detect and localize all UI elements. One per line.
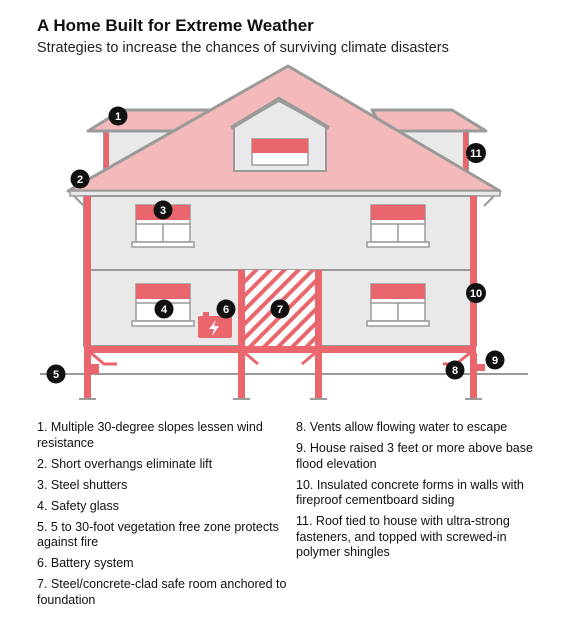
stilts	[84, 353, 477, 399]
badge-1: 1	[108, 106, 128, 126]
legend-item-7: 7. Steel/concrete-clad safe room anchore…	[37, 577, 287, 607]
svg-text:8: 8	[452, 365, 458, 377]
legend-item-9: 9. House raised 3 feet or more above bas…	[296, 441, 533, 471]
badge-3: 3	[153, 200, 173, 220]
window-lower-right	[366, 283, 430, 327]
legend-item-10: 10. Insulated concrete forms in walls wi…	[296, 477, 524, 508]
floor-beam	[84, 346, 476, 353]
badge-5: 5	[46, 364, 66, 384]
svg-text:11: 11	[470, 148, 482, 160]
legend-right: 8. Vents allow flowing water to escape 9…	[296, 420, 546, 566]
badge-6: 6	[216, 299, 236, 319]
badge-10: 10	[466, 283, 486, 303]
svg-text:7: 7	[277, 304, 283, 316]
legend-item-6: 6. Battery system	[37, 556, 134, 570]
svg-text:3: 3	[160, 205, 166, 217]
svg-text:5: 5	[53, 369, 59, 381]
legend-left: 1. Multiple 30-degree slopes lessen wind…	[37, 420, 287, 614]
badge-11: 11	[466, 143, 486, 163]
badge-8: 8	[445, 360, 465, 380]
svg-text:2: 2	[77, 174, 83, 186]
legend-item-2: 2. Short overhangs eliminate lift	[37, 456, 213, 471]
legend-item-11: 11. Roof tied to house with ultra-strong…	[296, 514, 510, 559]
svg-text:6: 6	[223, 304, 229, 316]
badge-9: 9	[485, 350, 505, 370]
vent-right	[470, 364, 485, 371]
page-subtitle: Strategies to increase the chances of su…	[37, 40, 449, 56]
badge-2: 2	[70, 169, 90, 189]
legend-item-5: 5. 5 to 30-foot vegetation free zone pro…	[37, 519, 279, 550]
page-title: A Home Built for Extreme Weather	[37, 16, 314, 35]
badge-7: 7	[270, 299, 290, 319]
house-illustration: 1 2 3 4 5 6 7 8 9 10 11	[40, 64, 528, 400]
legend-item-4: 4. Safety glass	[37, 498, 119, 513]
window-upper-right	[366, 204, 430, 248]
svg-text:10: 10	[470, 288, 482, 300]
legend-item-1: 1. Multiple 30-degree slopes lessen wind…	[37, 420, 263, 450]
legend-item-8: 8. Vents allow flowing water to escape	[296, 420, 508, 434]
svg-text:4: 4	[161, 304, 168, 316]
badge-4: 4	[154, 299, 174, 319]
svg-text:1: 1	[115, 111, 121, 123]
svg-text:9: 9	[492, 355, 498, 367]
legend-item-3: 3. Steel shutters	[37, 477, 128, 492]
vent-left	[91, 364, 99, 374]
